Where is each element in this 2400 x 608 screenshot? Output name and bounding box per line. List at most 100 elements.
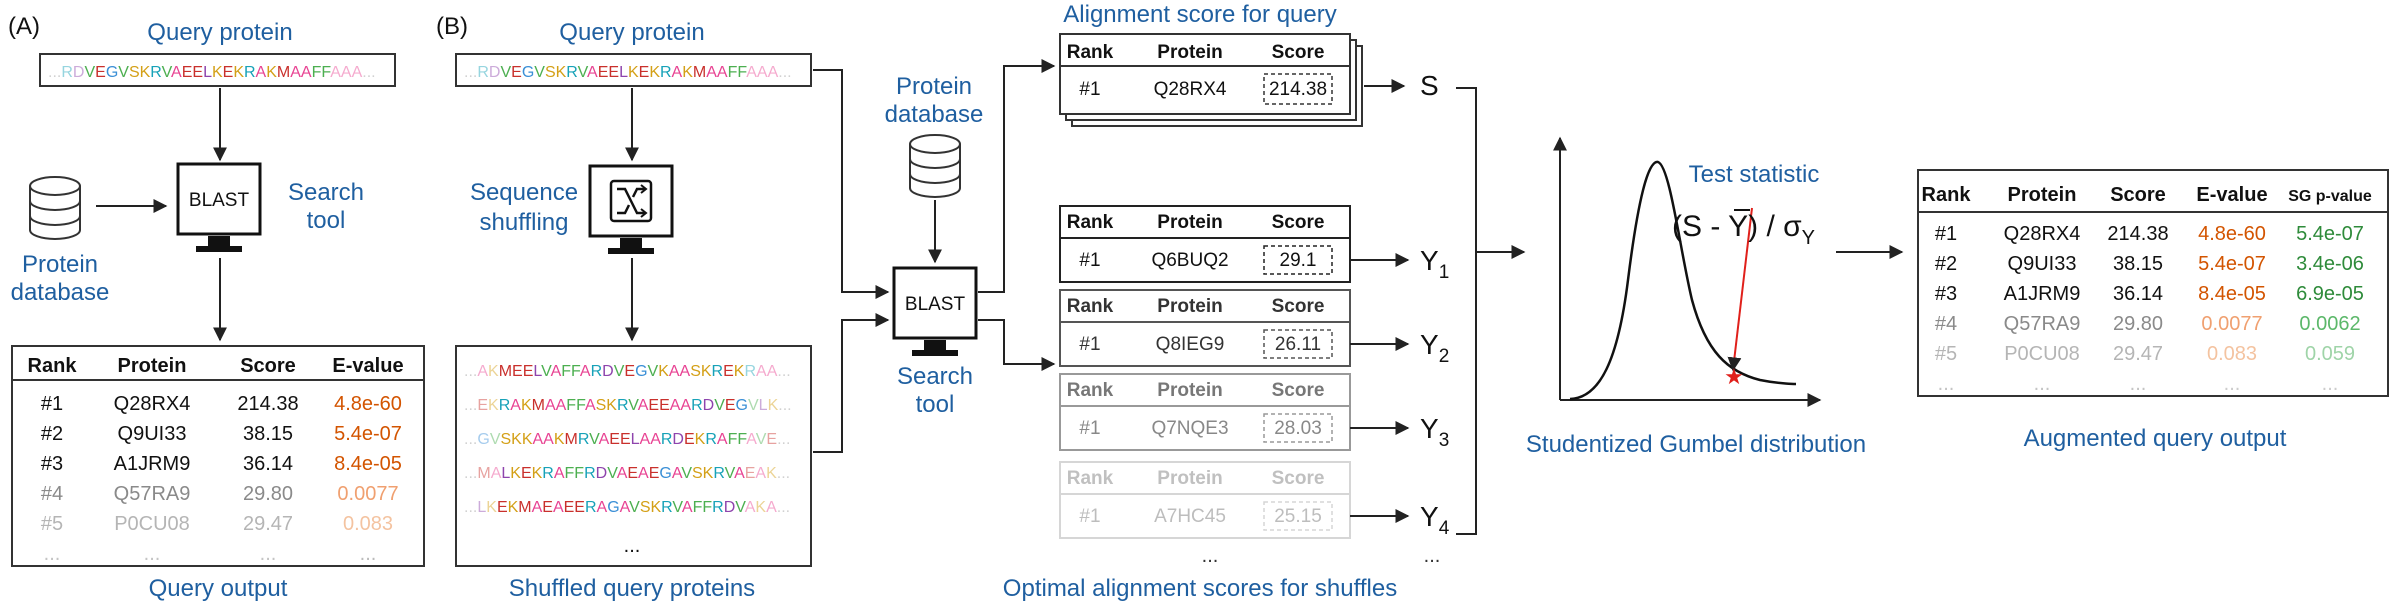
residue: .	[473, 64, 477, 81]
panel-a-cell: #3	[41, 453, 63, 475]
residue: .	[782, 363, 786, 380]
residue: F	[312, 64, 322, 81]
panel-b-db-label-1: Protein	[896, 73, 972, 100]
residue: A	[620, 499, 631, 516]
panel-a-cell: 0.083	[343, 513, 393, 535]
residue: R	[617, 397, 628, 414]
residue: S	[545, 64, 556, 81]
residue: .	[48, 64, 52, 81]
residue: A	[766, 499, 777, 516]
residue: E	[608, 64, 619, 81]
panel-a-blast-label: BLAST	[189, 190, 250, 211]
augmented-cell: Q9UI33	[2008, 253, 2077, 275]
panel-a-cell: 36.14	[243, 453, 293, 475]
panel-a-cell: 0.0077	[337, 483, 398, 505]
residue: F	[737, 64, 747, 81]
residue: A	[717, 431, 728, 448]
residue: F	[571, 363, 581, 380]
residue: .	[468, 64, 472, 81]
residue: E	[564, 499, 575, 516]
shuffle-table-frame	[1059, 461, 1351, 539]
residue: A	[599, 431, 610, 448]
shuffle-score-highlight	[1263, 245, 1333, 275]
residue: K	[695, 431, 706, 448]
residue: E	[725, 397, 736, 414]
symbol-y-letter: Y	[1420, 413, 1439, 444]
arrow-shuffled-to-blast-b	[813, 313, 890, 453]
residue: .	[473, 397, 477, 414]
panel-a-database-icon	[29, 176, 81, 240]
augmented-cell: #3	[1935, 283, 1957, 305]
residue: R	[713, 465, 724, 482]
residue: D	[489, 64, 501, 81]
residue: K	[508, 499, 519, 516]
shuffle-table-header-cell: Score	[1272, 468, 1325, 489]
residue: S	[690, 363, 701, 380]
shuffled-sequences: ...AKMEELVAFFARDVEGVKAASKREKRAA......EKR…	[464, 363, 792, 516]
optimal-label: Optimal alignment scores for shuffles	[1003, 575, 1397, 602]
panel-a-query-label: Query protein	[147, 19, 292, 46]
residue: K	[556, 64, 567, 81]
residue: G	[477, 431, 489, 448]
shuffle-table-cell: Q8IEG9	[1156, 334, 1225, 355]
formula-left: (S -	[1672, 210, 1728, 243]
residue: E	[521, 465, 532, 482]
augmented-cell: 6.9e-05	[2296, 283, 2364, 305]
residue: E	[766, 431, 777, 448]
panel-a-cell: ...	[260, 543, 277, 565]
residue: .	[783, 64, 787, 81]
residue: E	[477, 397, 488, 414]
residue: V	[735, 499, 746, 516]
panel-a-db-label-1: Protein	[22, 251, 98, 278]
residue: .	[57, 64, 61, 81]
residue: .	[777, 431, 781, 448]
residue: E	[512, 363, 523, 380]
residue: V	[681, 465, 692, 482]
augmented-cell: #1	[1935, 223, 1957, 245]
residue: M	[518, 499, 531, 516]
augmented-cell: 3.4e-06	[2296, 253, 2364, 275]
residue: V	[118, 64, 129, 81]
residue: L	[759, 397, 768, 414]
y-symbols-more-dots: ...	[1424, 545, 1441, 567]
residue: A	[491, 465, 502, 482]
residue: D	[596, 465, 608, 482]
residue: G	[736, 397, 748, 414]
residue: A	[256, 64, 267, 81]
shuffle-table-frame	[1059, 289, 1351, 367]
symbol-y-subscript: 1	[1439, 262, 1450, 283]
arrow-blast-to-shuffle-scores	[978, 319, 1056, 371]
residue: .	[786, 465, 790, 482]
residue: .	[468, 465, 472, 482]
augmented-cell: P0CU08	[2004, 343, 2080, 365]
residue: E	[574, 499, 585, 516]
augmented-cell: 0.0062	[2299, 313, 2360, 335]
residue: E	[497, 499, 508, 516]
residue: K	[703, 465, 714, 482]
residue: R	[661, 499, 672, 516]
panel-a-cell: Q57RA9	[114, 483, 191, 505]
residue: L	[203, 64, 212, 81]
panel-a-header-cell: Rank	[28, 355, 78, 377]
shuffle-table-header-cell: Rank	[1067, 468, 1114, 489]
augmented-cell: #2	[1935, 253, 1957, 275]
residue: M	[499, 363, 512, 380]
shuffle-label-1: Sequence	[470, 179, 578, 206]
residue: K	[233, 64, 244, 81]
shuffled-sequence-1: ...AKMEELVAFFARDVEGVKAASKREKRAA...	[464, 363, 791, 380]
shuffle-table-cell: A7HC45	[1154, 506, 1226, 527]
residue: R	[566, 64, 577, 81]
residue: F	[321, 64, 331, 81]
residue: F	[565, 465, 575, 482]
shuffle-table-cell: #1	[1079, 418, 1100, 439]
residue: D	[602, 363, 614, 380]
residue: K	[628, 64, 639, 81]
residue: K	[768, 397, 779, 414]
panel-b-blast-monitor-icon	[892, 266, 978, 356]
panel-b-tool-label-2: tool	[916, 391, 955, 418]
residue: F	[693, 499, 703, 516]
panel-b-query-label: Query protein	[559, 19, 704, 46]
